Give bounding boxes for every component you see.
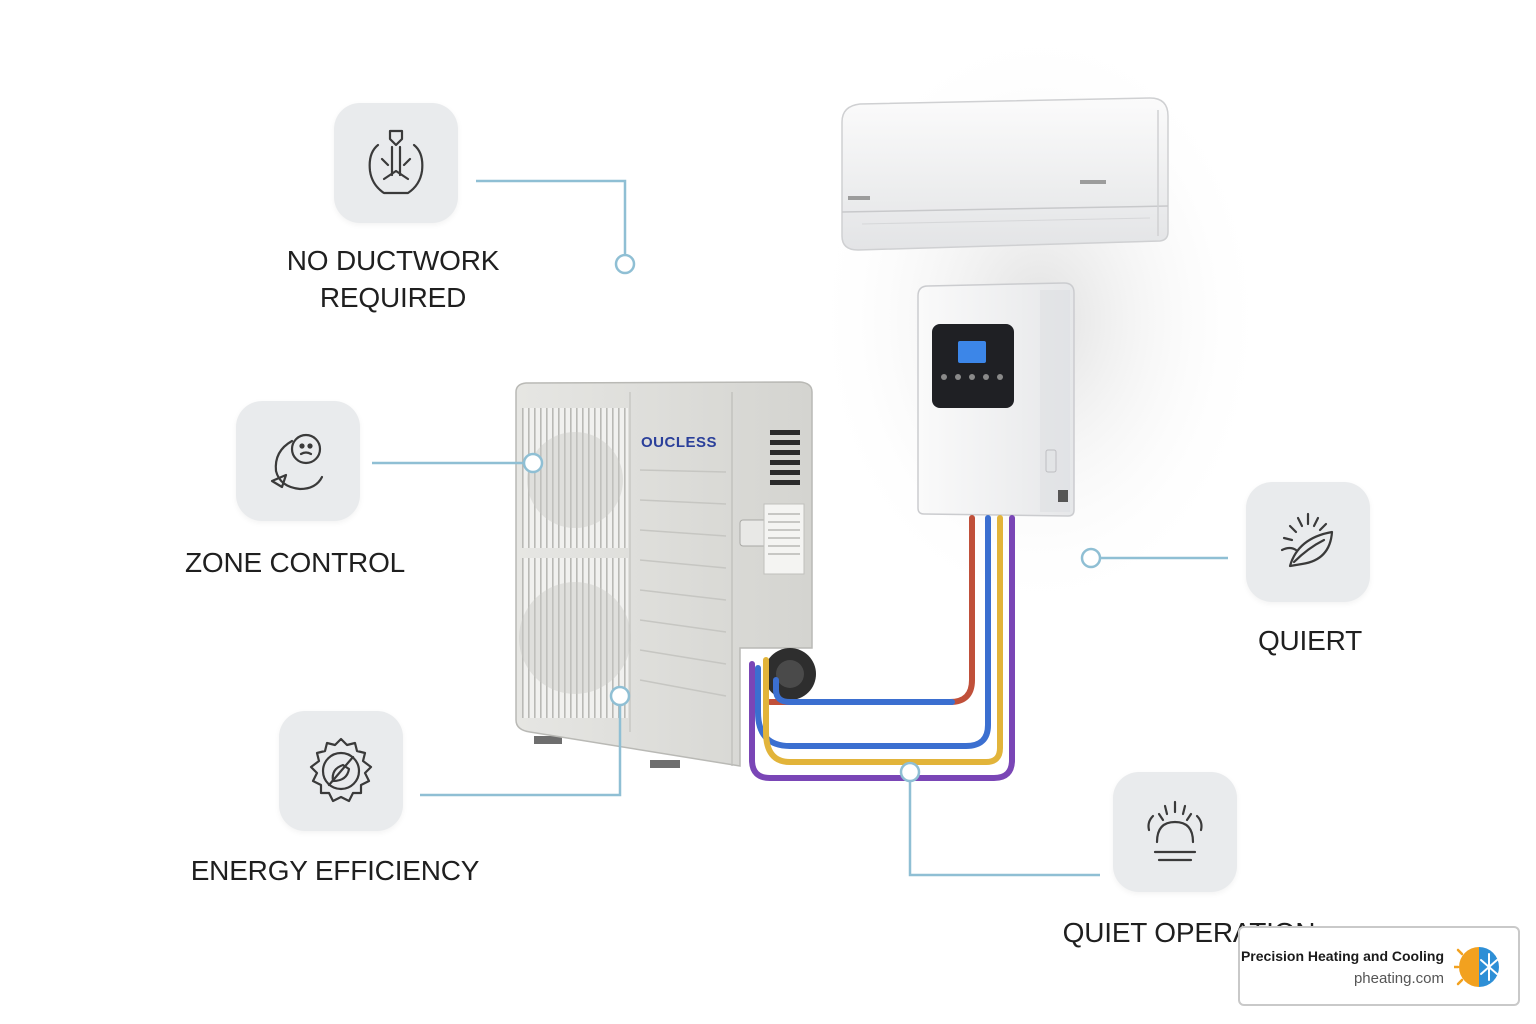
wall-control-panel [917, 282, 1075, 517]
pipe-yellow [763, 515, 1003, 765]
no-ductwork-line1: NO DUCTWORK [286, 245, 500, 276]
no-ductwork-tile [334, 103, 458, 223]
pipe-purple [749, 515, 1015, 781]
outdoor-condenser-unit [515, 381, 816, 768]
energy-efficiency-tile [279, 711, 403, 831]
brand-url[interactable]: pheating.com [1353, 970, 1444, 987]
outdoor-unit-brand: OUCLESS [641, 434, 718, 451]
connector-lines [372, 179, 1228, 877]
sprouting-leaf-icon [1280, 512, 1334, 568]
energy-efficiency-label: ENERGY EFFICIENCY [190, 855, 480, 886]
indoor-ac-unit [841, 97, 1169, 251]
sun-snowflake-logo-icon [1454, 947, 1499, 987]
connector-dot [1080, 547, 1102, 569]
connector-dot [522, 452, 544, 474]
connector-dot [614, 253, 636, 275]
connector-dot [899, 761, 921, 783]
pipe-blue [755, 515, 991, 749]
refrigerant-pipes [749, 515, 1015, 781]
quiet-operation-tile [1113, 772, 1237, 892]
leaf-gear-icon [309, 737, 373, 803]
connector-dot [609, 685, 631, 707]
quiert-label: QUIERT [1257, 625, 1363, 656]
connector-quiet-operation [908, 782, 1100, 877]
zone-control-tile [236, 401, 360, 521]
no-ductwork-line2: REQUIRED [319, 282, 467, 313]
sound-waves-icon [1147, 800, 1203, 862]
smiley-swirl-icon [270, 433, 324, 491]
connector-no-ductwork [476, 179, 627, 254]
zone-control-label: ZONE CONTROL [184, 547, 406, 578]
person-cutout-icon [368, 129, 424, 195]
brand-name: Precision Heating and Cooling [1240, 948, 1444, 964]
connector-energy-efficiency [420, 706, 622, 797]
quiert-tile [1246, 482, 1370, 602]
no-ductwork-label: NO DUCTWORK REQUIRED [270, 242, 516, 316]
brand-card[interactable]: Precision Heating and Cooling pheating.c… [1238, 926, 1520, 1006]
